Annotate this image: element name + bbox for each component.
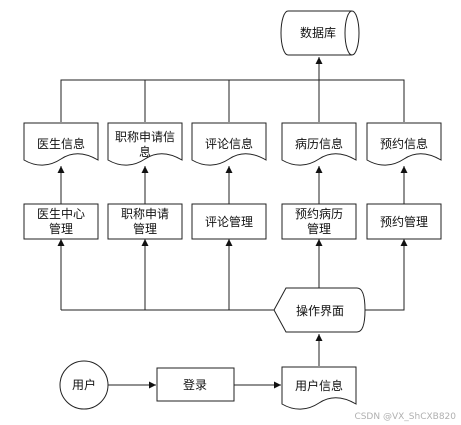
module-appointment-record: 预约病历管理	[281, 203, 357, 240]
connector-docs-bus	[60, 79, 405, 122]
database-label: 数据库	[300, 25, 336, 40]
module-label-1: 医生中心管理	[37, 206, 85, 236]
doc-label-5: 预约信息	[380, 136, 428, 151]
document-appointment-info: 预约信息	[366, 122, 442, 166]
document-comment-info: 评论信息	[191, 122, 267, 166]
module-title-application: 职称申请管理	[107, 203, 183, 240]
module-label-4: 预约病历管理	[295, 206, 343, 236]
login-label: 登录	[183, 377, 207, 392]
module-label-3: 评论管理	[205, 214, 253, 229]
watermark: CSDN @VX_ShCXB820	[354, 412, 456, 422]
module-appointment-management: 预约管理	[366, 203, 442, 240]
doc-label-4: 病历信息	[295, 136, 343, 151]
interface-label: 操作界面	[296, 303, 344, 318]
module-comment-management: 评论管理	[191, 203, 267, 240]
doc-label-3: 评论信息	[205, 136, 253, 151]
doc-label-2: 职称申请信息	[115, 130, 175, 159]
module-doctor-center: 医生中心管理	[23, 203, 99, 240]
module-label-5: 预约管理	[380, 214, 428, 229]
document-doctor-info: 医生信息	[23, 122, 99, 166]
document-user-info: 用户信息	[281, 366, 357, 410]
login-node: 登录	[156, 367, 235, 402]
connectors	[57, 57, 408, 389]
user-info-label: 用户信息	[295, 378, 343, 393]
doc-label-1: 医生信息	[37, 136, 85, 151]
module-label-2: 职称申请管理	[121, 207, 169, 236]
document-medical-record-info: 病历信息	[281, 122, 357, 166]
document-title-application-info: 职称申请信息	[107, 122, 183, 166]
database-node: 数据库	[280, 10, 360, 56]
user-node: 用户	[59, 360, 109, 410]
interface-node: 操作界面	[273, 287, 366, 333]
user-label: 用户	[72, 377, 96, 392]
